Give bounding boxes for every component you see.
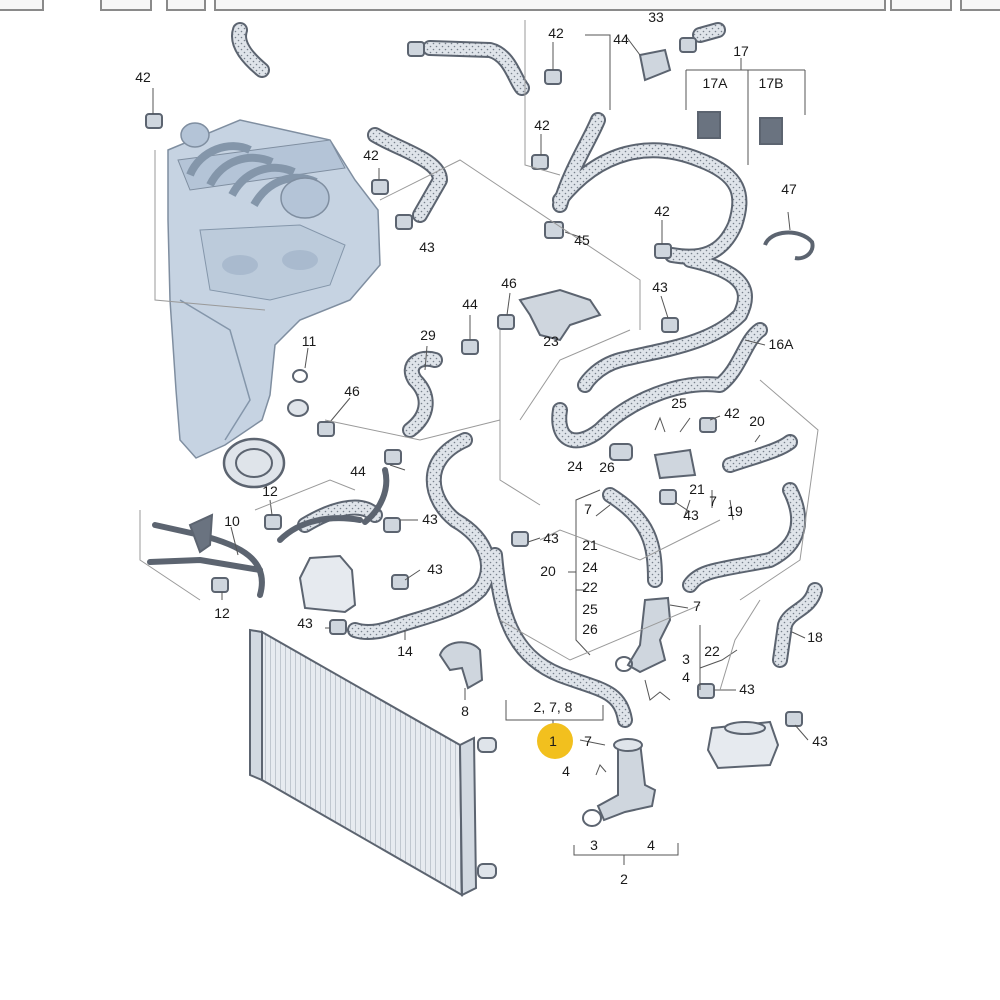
expansion-tank-icon	[298, 554, 357, 614]
label-42b: 42	[548, 25, 564, 41]
label-2-7-8: 2, 7, 8	[534, 699, 573, 715]
label-43a: 43	[419, 239, 435, 255]
radiator-icon	[249, 628, 497, 897]
part-labels: 1 2 2, 7, 8 3 3 4 4 4 7 7 7 7 8 10 11 12…	[135, 9, 828, 887]
label-24: 24	[567, 458, 583, 474]
label-16A: 16A	[769, 336, 795, 352]
label-46b: 46	[344, 383, 360, 399]
label-46a: 46	[501, 275, 517, 291]
label-12a: 12	[262, 483, 278, 499]
label-42a: 42	[135, 69, 151, 85]
label-12b: 12	[214, 605, 230, 621]
label-43e: 43	[427, 561, 443, 577]
toolbar-button-2[interactable]	[100, 0, 152, 11]
label-25: 25	[671, 395, 687, 411]
label-44b: 44	[462, 296, 478, 312]
leader-lines	[152, 34, 809, 865]
label-20a: 20	[749, 413, 765, 429]
label-18: 18	[807, 629, 823, 645]
label-22: 22	[704, 643, 720, 659]
toolbar-button-1[interactable]	[0, 0, 44, 11]
label-45: 45	[574, 232, 590, 248]
label-7d: 7	[709, 493, 717, 509]
label-42e: 42	[654, 203, 670, 219]
label-20-stack-1: 21	[582, 537, 598, 553]
label-7c: 7	[584, 501, 592, 517]
label-14: 14	[397, 643, 413, 659]
window-top-bar	[0, 0, 1000, 14]
engine-block-icon	[167, 119, 381, 489]
label-20-stack-4: 25	[582, 601, 598, 617]
coolant-hoses	[147, 22, 823, 728]
label-17B: 17B	[759, 75, 784, 91]
label-43f: 43	[297, 615, 313, 631]
label-20-stack-2: 24	[582, 559, 598, 575]
label-43b: 43	[652, 279, 668, 295]
label-47: 47	[781, 181, 797, 197]
label-7a: 7	[584, 733, 592, 749]
label-10: 10	[224, 513, 240, 529]
label-1: 1	[549, 733, 557, 749]
label-42d: 42	[363, 147, 379, 163]
label-4c: 4	[682, 669, 690, 685]
label-42f: 42	[724, 405, 740, 421]
label-8: 8	[461, 703, 469, 719]
label-4b: 4	[562, 763, 570, 779]
label-2: 2	[620, 871, 628, 887]
label-43g: 43	[683, 507, 699, 523]
label-33: 33	[648, 9, 664, 25]
label-43d: 43	[543, 530, 559, 546]
label-44c: 44	[350, 463, 366, 479]
label-20b: 20	[540, 563, 556, 579]
label-42c: 42	[534, 117, 550, 133]
label-17A: 17A	[703, 75, 729, 91]
label-23: 23	[543, 333, 559, 349]
label-7b: 7	[693, 598, 701, 614]
label-43i: 43	[812, 733, 828, 749]
label-21: 21	[689, 481, 705, 497]
parts	[145, 37, 815, 827]
toolbar-button-4[interactable]	[890, 0, 952, 11]
label-19: 19	[727, 503, 743, 519]
label-3: 3	[590, 837, 598, 853]
label-20-stack-3: 22	[582, 579, 598, 595]
label-4: 4	[647, 837, 655, 853]
highlight-marker[interactable]	[537, 723, 573, 759]
label-43h: 43	[739, 681, 755, 697]
address-field[interactable]	[214, 0, 886, 11]
label-26: 26	[599, 459, 615, 475]
label-17: 17	[733, 43, 749, 59]
toolbar-button-3[interactable]	[166, 0, 206, 11]
label-20-stack-5: 26	[582, 621, 598, 637]
label-11: 11	[302, 333, 317, 349]
oil-cooler-icon	[706, 720, 780, 770]
label-29: 29	[420, 327, 436, 343]
toolbar-button-5[interactable]	[960, 0, 1000, 11]
label-3b: 3	[682, 651, 690, 667]
label-44a: 44	[613, 31, 629, 47]
assembly-outlines	[139, 20, 819, 691]
label-43c: 43	[422, 511, 438, 527]
